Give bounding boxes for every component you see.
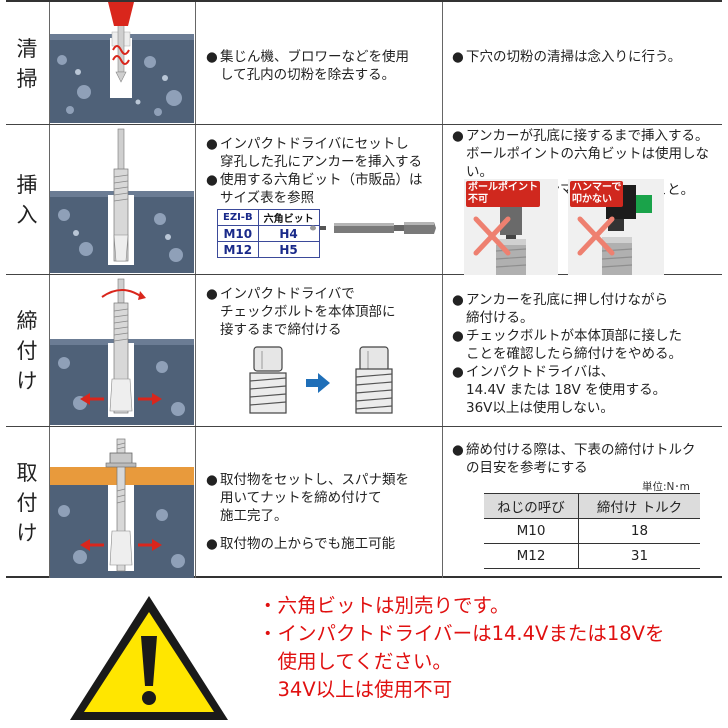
fixing-notes: ●締め付ける際は、下表の締付けトルク の目安を参考にする	[452, 441, 718, 477]
step-label-insertion: 挿 入	[6, 125, 48, 275]
bullet-text: インパクトドライバは、 14.4V または 18V を使用する。 36V以上は使…	[466, 364, 667, 416]
step-char: 挿	[16, 173, 38, 197]
bullet-text: アンカーを孔底に押し付けながら 締付ける。	[466, 292, 668, 326]
bit-table-cell: H5	[257, 241, 320, 258]
tightening-illustration	[50, 275, 194, 425]
fixing-instructions: ●取付物をセットし、スパナ類を 用いてナットを締め付けて 施工完了。 ●取付物の…	[206, 471, 438, 553]
step-label-cleaning: 清 掃	[6, 2, 48, 125]
bullet: ●	[206, 172, 218, 188]
bullet-item: ●インパクトドライバにセットし 穿孔した孔にアンカーを挿入する	[206, 135, 438, 171]
torque-cell: 18	[578, 518, 700, 544]
bullet-text: 集じん機、ブロワーなどを使用 して孔内の切粉を除去する。	[220, 49, 409, 83]
bullet-item: ●チェックボルトが本体頂部に接した ことを確認したら締付けをやめる。	[452, 327, 718, 363]
warning-triangle-icon	[70, 596, 228, 720]
bullet-text: 使用する六角ビット（市販品）は サイズ表を参照	[220, 172, 423, 206]
row-insertion: 挿 入 ●インパクトドライバにセットし 穿孔した孔にアンカーを挿	[6, 125, 722, 275]
row-tightening: 締 付 け	[6, 275, 722, 427]
bullet: ●	[452, 292, 464, 308]
bullet-text: 取付物をセットし、スパナ類を 用いてナットを締め付けて 施工完了。	[220, 472, 409, 524]
row-fixing: 取 付 け	[6, 427, 722, 578]
bullet-text: 取付物の上からでも施工可能	[220, 536, 396, 552]
bullet-item: ●取付物の上からでも施工可能	[206, 535, 438, 553]
step-char: 締	[16, 309, 38, 333]
cleaning-illustration	[50, 2, 194, 123]
insertion-instructions: ●インパクトドライバにセットし 穿孔した孔にアンカーを挿入する ●使用する六角ビ…	[206, 135, 438, 207]
bullet-item: ●使用する六角ビット（市販品）は サイズ表を参照	[206, 171, 438, 207]
bullet-item: ●アンカーを孔底に押し付けながら 締付ける。	[452, 291, 718, 327]
torque-cell: M10	[484, 518, 579, 544]
tightening-notes: ●アンカーを孔底に押し付けながら 締付ける。 ●チェックボルトが本体頂部に接した…	[452, 291, 718, 417]
fixing-illustration	[50, 427, 194, 578]
check-bolt-diagram	[249, 346, 393, 414]
bullet-text: インパクトドライバで チェックボルトを本体頂部に 接するまで締付ける	[220, 286, 396, 338]
photo-caption: ハンマーで 叩かない	[570, 181, 624, 207]
bullet-item: ●インパクトドライバは、 14.4V または 18V を使用する。 36V以上は…	[452, 363, 718, 417]
insertion-illustration	[50, 125, 194, 273]
bullet: ●	[206, 472, 218, 488]
photo-no-hammer: ハンマーで 叩かない	[568, 179, 664, 275]
tightening-instructions: ●インパクトドライバで チェックボルトを本体頂部に 接するまで締付ける	[206, 285, 438, 339]
torque-table: ねじの呼び 締付け トルク M10 18 M12 31	[484, 493, 700, 569]
bullet-text: チェックボルトが本体頂部に接した ことを確認したら締付けをやめる。	[466, 328, 682, 362]
bullet: ●	[452, 364, 464, 380]
step-label-tightening: 締 付 け	[6, 275, 48, 427]
bit-table-cell: M12	[217, 241, 259, 258]
step-char: 付	[16, 490, 38, 515]
step-char: 掃	[16, 66, 38, 91]
torque-cell: 31	[578, 543, 700, 569]
step-label-fixing: 取 付 け	[6, 427, 48, 578]
torque-header: ねじの呼び	[484, 493, 579, 519]
torque-header: 締付け トルク	[578, 493, 700, 519]
hex-bit-icon	[310, 222, 436, 234]
bullet-text: 締め付ける際は、下表の締付けトルク の目安を参考にする	[466, 442, 696, 476]
bullet: ●	[206, 136, 218, 152]
warning-line: ・六角ビットは別売りです。	[258, 594, 510, 617]
cleaning-instructions: ●集じん機、ブロワーなどを使用 して孔内の切粉を除去する。	[206, 48, 438, 84]
bullet: ●	[452, 128, 464, 144]
step-char: 付	[16, 339, 38, 363]
step-char: け	[16, 520, 38, 545]
bullet: ●	[452, 328, 464, 344]
bullet: ●	[206, 286, 218, 302]
bullet-text: インパクトドライバにセットし 穿孔した孔にアンカーを挿入する	[220, 136, 422, 170]
bullet: ●	[206, 49, 218, 65]
row-cleaning: 清 掃 ●集じん機、ブロワー	[6, 2, 722, 125]
bullet: ●	[452, 442, 464, 458]
bullet: ●	[452, 49, 464, 65]
procedure-table: 清 掃 ●集じん機、ブロワー	[6, 0, 722, 578]
bullet-item: ●インパクトドライバで チェックボルトを本体頂部に 接するまで締付ける	[206, 285, 438, 339]
bullet-item: ●取付物をセットし、スパナ類を 用いてナットを締め付けて 施工完了。	[206, 471, 438, 525]
bullet: ●	[206, 536, 218, 552]
bullet-text: 下穴の切粉の清掃は念入りに行う。	[466, 49, 682, 65]
step-char: 清	[16, 36, 38, 61]
bit-table-cell: M10	[217, 225, 259, 242]
warning-notes: ・六角ビットは別売りです。 ・インパクトドライバーは14.4Vまたは18Vを 使…	[258, 592, 665, 704]
photo-caption: ボールポイント 不可	[466, 181, 540, 207]
bullet-item: ●下穴の切粉の清掃は念入りに行う。	[452, 48, 718, 66]
photo-ball-point-prohibited: ボールポイント 不可	[464, 179, 558, 275]
warning-line: 使用してください。	[258, 650, 452, 673]
bullet-item: ●締め付ける際は、下表の締付けトルク の目安を参考にする	[452, 441, 718, 477]
cleaning-notes: ●下穴の切粉の清掃は念入りに行う。	[452, 48, 718, 66]
step-char: 入	[16, 203, 38, 227]
step-char: 取	[16, 460, 38, 485]
torque-cell: M12	[484, 543, 579, 569]
step-char: け	[16, 369, 38, 393]
torque-unit-label: 単位:N･m	[642, 481, 690, 493]
bullet-item: ●集じん機、ブロワーなどを使用 して孔内の切粉を除去する。	[206, 48, 438, 84]
warning-line: 34V以上は使用不可	[258, 678, 453, 701]
warning-line: ・インパクトドライバーは14.4Vまたは18Vを	[258, 622, 665, 645]
bit-table-header: EZI-B	[217, 209, 259, 226]
